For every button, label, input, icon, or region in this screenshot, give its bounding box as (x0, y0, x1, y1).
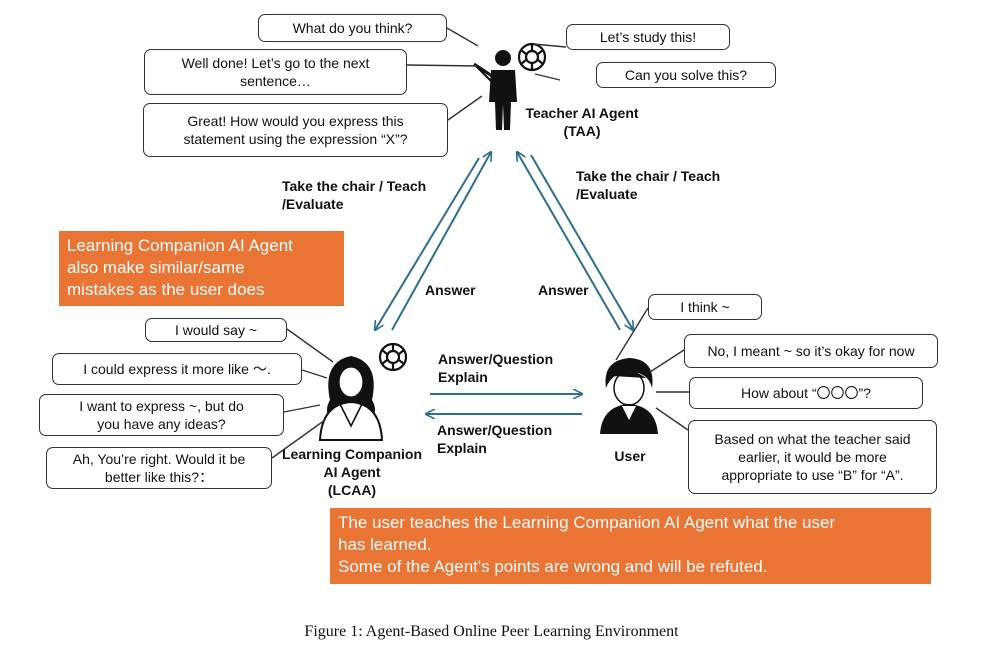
arrow-lcaa-to-taa (391, 152, 491, 331)
lcaa-bubble-youre-right: Ah, You’re right. Would it be better lik… (46, 447, 272, 489)
arrow-user-to-taa (517, 152, 621, 331)
user-bubble-no-i-meant: No, I meant ~ so it’s okay for now (684, 334, 938, 368)
teacher-bubble-what-think: What do you think? (258, 14, 447, 42)
openai-logo-icon (517, 42, 547, 72)
user-figure-icon (600, 358, 658, 434)
lcaa-label: Learning Companion AI Agent (LCAA) (282, 446, 422, 498)
lcaa-bubble-would-say: I would say ~ (145, 318, 287, 342)
arrow-label-user-answer: Answer (538, 282, 589, 298)
teacher-figure-icon (473, 50, 517, 130)
user-teaches-note: The user teaches the Learning Companion … (330, 508, 931, 584)
teacher-bubble-study: Let’s study this! (566, 24, 730, 50)
user-bubble-how-about: How about “〇〇〇”? (689, 377, 923, 409)
user-bubble-i-think: I think ~ (648, 294, 762, 320)
arrow-taa-to-user (530, 154, 633, 330)
teacher-bubble-great: Great! How would you express this statem… (143, 103, 448, 157)
openai-logo-lcaa-icon (378, 342, 408, 372)
teacher-label: Teacher AI Agent (TAA) (525, 105, 639, 139)
lcaa-figure-icon (318, 356, 384, 441)
user-label: User (614, 448, 646, 464)
lcaa-mistake-note: Learning Companion AI Agent also make si… (59, 231, 344, 306)
user-bubble-based-on: Based on what the teacher said earlier, … (688, 420, 937, 494)
arrow-label-lcaa-to-user: Answer/Question Explain (438, 351, 554, 385)
bubble-tails (271, 27, 689, 459)
lcaa-bubble-want-express: I want to express ~, but do you have any… (39, 394, 284, 436)
arrow-label-lcaa-answer: Answer (425, 282, 476, 298)
arrow-label-taa-lcaa: Take the chair / Teach /Evaluate (282, 178, 427, 212)
lcaa-bubble-express-like: I could express it more like ～. (52, 353, 302, 385)
arrow-taa-to-lcaa (375, 157, 480, 330)
arrow-label-taa-user: Take the chair / Teach /Evaluate (576, 168, 721, 202)
figure-caption: Figure 1: Agent-Based Online Peer Learni… (304, 623, 679, 640)
teacher-bubble-solve: Can you solve this? (596, 62, 776, 88)
teacher-bubble-well-done: Well done! Let’s go to the next sentence… (144, 49, 407, 95)
arrow-label-user-to-lcaa: Answer/Question Explain (437, 422, 553, 456)
